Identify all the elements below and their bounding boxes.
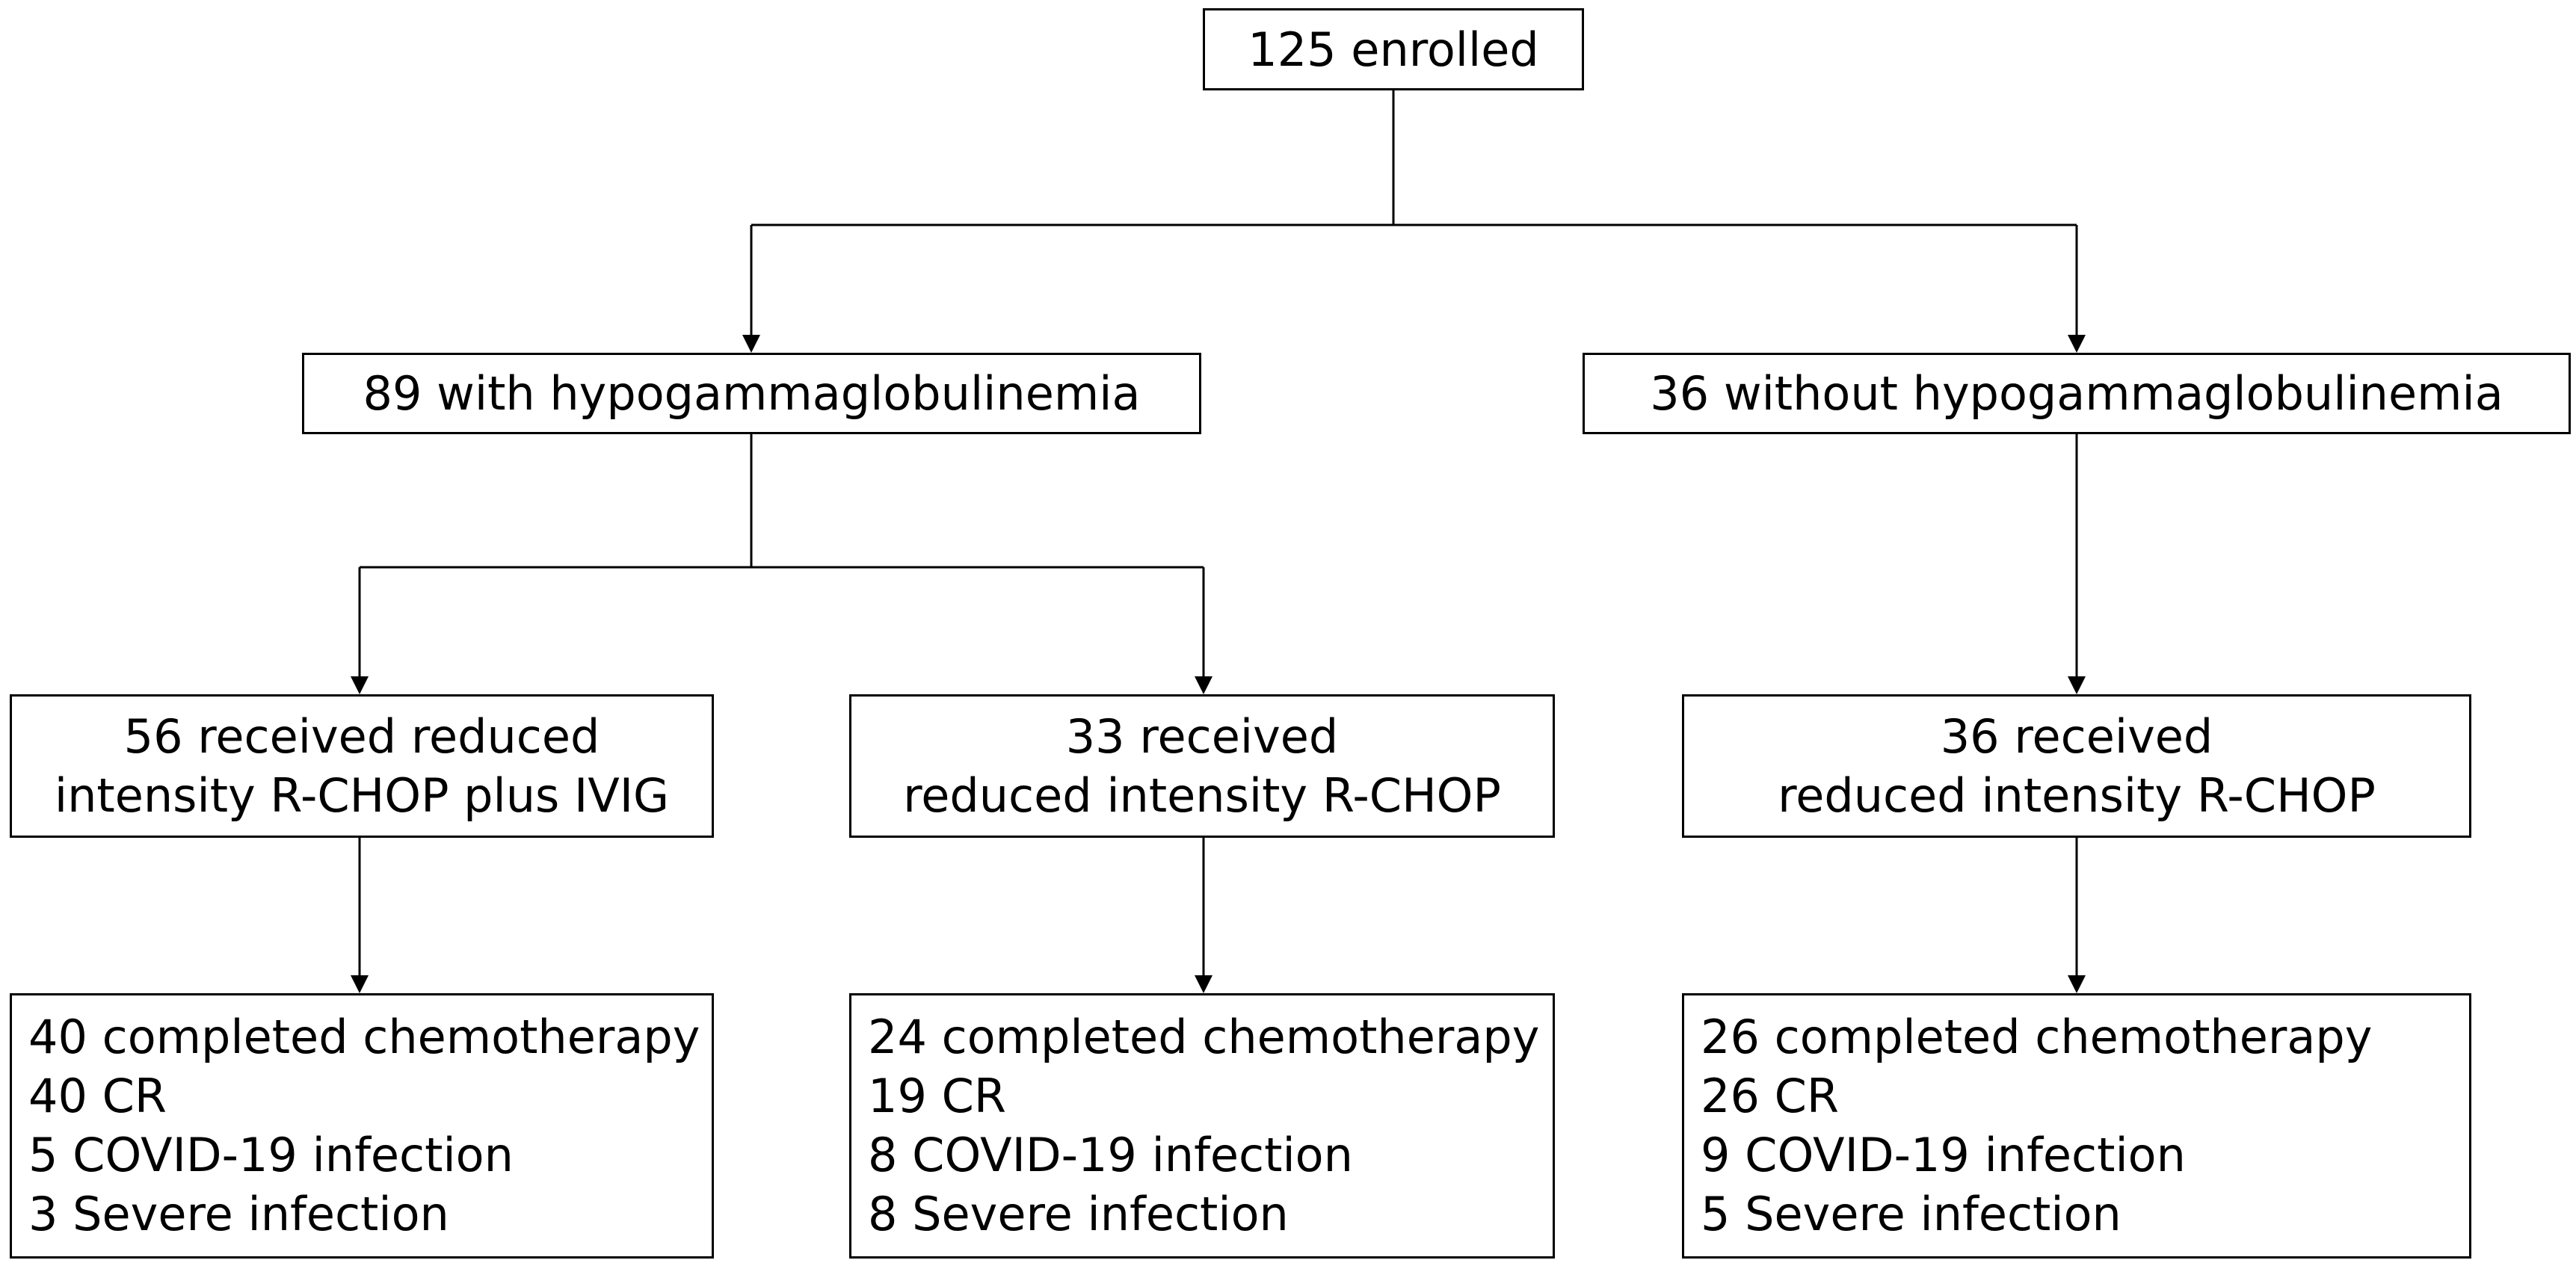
outcome-rchop-with-completed: 24 completed chemotherapy (868, 1010, 1540, 1064)
enrolled-label: 125 enrolled (1248, 22, 1539, 77)
arm-rchop-without-line1: 36 received (1940, 709, 2213, 764)
outcome-rchop-without-severe: 5 Severe infection (1701, 1187, 2121, 1241)
with-hypogammaglobulinemia-box: 89 with hypogammaglobulinemia (302, 353, 1201, 434)
arrowhead-to-rchop-without (2068, 676, 2086, 694)
outcome-ivig-covid: 5 COVID-19 infection (28, 1128, 514, 1182)
arm-ivig-line2: intensity R-CHOP plus IVIG (54, 768, 670, 823)
outcome-rchop-without-covid: 9 COVID-19 infection (1701, 1128, 2186, 1182)
outcome-rchop-with-box: 24 completed chemotherapy 19 CR 8 COVID-… (849, 993, 1555, 1259)
arrowhead-to-without (2068, 335, 2086, 353)
arm-ivig-box: 56 received reduced intensity R-CHOP plu… (10, 694, 714, 838)
outcome-rchop-with-severe: 8 Severe infection (868, 1187, 1289, 1241)
arrowhead-to-rchop-with (1195, 676, 1212, 694)
arrowhead-rchop-with-outcome (1195, 975, 1212, 993)
outcome-ivig-box: 40 completed chemotherapy 40 CR 5 COVID-… (10, 993, 714, 1259)
outcome-rchop-without-cr: 26 CR (1701, 1069, 1839, 1123)
arm-ivig-line1: 56 received reduced (123, 709, 600, 764)
outcome-rchop-with-cr: 19 CR (868, 1069, 1006, 1123)
without-hypogammaglobulinemia-label: 36 without hypogammaglobulinemia (1650, 366, 2503, 421)
without-hypogammaglobulinemia-box: 36 without hypogammaglobulinemia (1583, 353, 2571, 434)
arm-rchop-without-box: 36 received reduced intensity R-CHOP (1682, 694, 2471, 838)
arrowhead-to-ivig (351, 676, 369, 694)
arrowhead-ivig-outcome (351, 975, 369, 993)
outcome-rchop-without-completed: 26 completed chemotherapy (1701, 1010, 2373, 1064)
arrowhead-to-with (742, 335, 760, 353)
enrolled-box: 125 enrolled (1203, 8, 1584, 90)
arm-rchop-with-line1: 33 received (1065, 709, 1339, 764)
arm-rchop-without-line2: reduced intensity R-CHOP (1778, 768, 2376, 823)
with-hypogammaglobulinemia-label: 89 with hypogammaglobulinemia (363, 366, 1141, 421)
outcome-rchop-without-box: 26 completed chemotherapy 26 CR 9 COVID-… (1682, 993, 2471, 1259)
outcome-rchop-with-covid: 8 COVID-19 infection (868, 1128, 1353, 1182)
outcome-ivig-completed: 40 completed chemotherapy (28, 1010, 700, 1064)
outcome-ivig-severe: 3 Severe infection (28, 1187, 449, 1241)
outcome-ivig-cr: 40 CR (28, 1069, 167, 1123)
arm-rchop-with-line2: reduced intensity R-CHOP (903, 768, 1501, 823)
arrowhead-rchop-without-outcome (2068, 975, 2086, 993)
arm-rchop-with-box: 33 received reduced intensity R-CHOP (849, 694, 1555, 838)
